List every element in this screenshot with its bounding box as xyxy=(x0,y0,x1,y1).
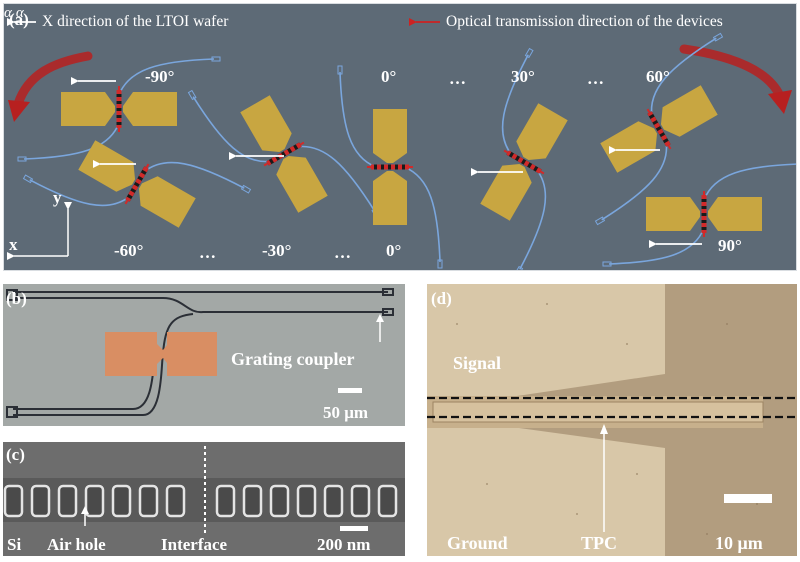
scale-bar-c xyxy=(340,526,368,531)
device-minus-30 xyxy=(188,41,379,268)
panel-b-label: (b) xyxy=(6,289,27,308)
ellipsis-bottom-2: … xyxy=(334,243,352,262)
rotation-arrow-right-head xyxy=(768,90,792,114)
panel-b-drawing xyxy=(3,284,405,426)
legend-x-direction-text: X direction of the LTOI wafer xyxy=(42,13,229,30)
panel-c-drawing xyxy=(3,442,405,556)
device-90 xyxy=(603,162,797,266)
alpha-label-1: α xyxy=(4,5,12,21)
axis-y-label: y xyxy=(53,188,62,207)
angle-label-0-bottom: 0° xyxy=(386,241,402,260)
angle-label-60: 60° xyxy=(646,67,670,86)
ellipsis-bottom-1: … xyxy=(199,243,217,262)
legend-optical-direction-text: Optical transmission direction of the de… xyxy=(446,13,723,30)
panel-c-sem-image: (c) Si Air hole Interface 200 nm xyxy=(3,442,405,556)
panel-d-label: (d) xyxy=(431,289,452,308)
device-0-vertical xyxy=(338,66,442,268)
angle-label-minus-60: -60° xyxy=(114,241,144,260)
signal-label: Signal xyxy=(453,353,502,373)
angle-label-90: 90° xyxy=(718,236,742,255)
panel-a-device-orientations: (a) X direction of the LTOI wafer Optica… xyxy=(3,3,797,271)
ellipsis-top-1: … xyxy=(449,69,467,88)
panel-d-optical-micrograph: (d) Signal Ground TPC 10 μm xyxy=(427,284,797,556)
scale-bar-d xyxy=(724,494,772,503)
ellipsis-top-2: … xyxy=(587,69,605,88)
panel-c-label: (c) xyxy=(6,445,25,464)
air-hole-label: Air hole xyxy=(47,535,106,554)
scale-label-d: 10 μm xyxy=(715,533,763,553)
angle-label-0-top: 0° xyxy=(381,67,397,86)
angle-label-minus-30: -30° xyxy=(262,241,292,260)
ground-label: Ground xyxy=(447,533,508,553)
rotation-arrow-right xyxy=(679,44,785,101)
panel-b-optical-micrograph: (b) Grating coupler 50 μm xyxy=(3,284,405,426)
rotation-arrow-left xyxy=(13,51,93,109)
panel-a-label: (a) xyxy=(9,10,29,29)
alpha-label-2: α xyxy=(15,5,24,21)
si-label: Si xyxy=(7,535,22,554)
panel-a-drawing xyxy=(6,18,797,271)
axis-x-label: x xyxy=(9,235,18,254)
scale-label-b: 50 μm xyxy=(323,403,369,422)
panel-d-drawing xyxy=(427,284,797,556)
angle-label-30: 30° xyxy=(511,67,535,86)
interface-label: Interface xyxy=(161,535,228,554)
grating-coupler-label: Grating coupler xyxy=(231,349,355,369)
air-hole-array xyxy=(3,484,398,518)
tpc-label: TPC xyxy=(581,533,617,553)
scale-bar-b xyxy=(338,388,362,393)
rotation-arrow-left-head xyxy=(8,100,30,122)
scale-label-c: 200 nm xyxy=(317,535,371,554)
angle-label-minus-90: -90° xyxy=(145,67,175,86)
